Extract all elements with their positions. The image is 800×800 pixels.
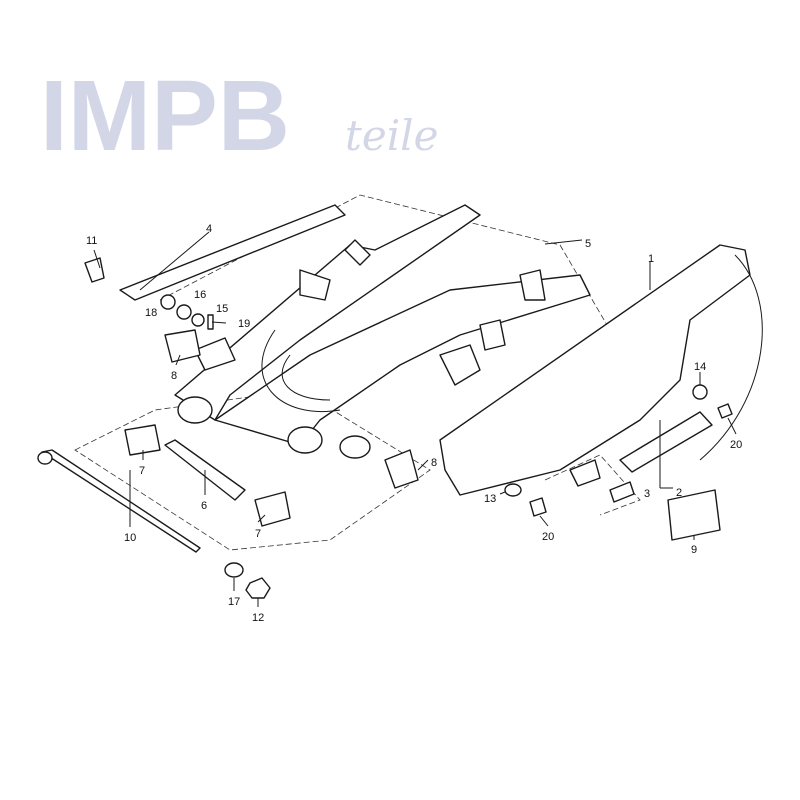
callout-20-right: 20: [730, 439, 742, 451]
chain-clip: [609, 481, 635, 503]
chain-joint: [569, 459, 601, 487]
callout-20-lower: 20: [542, 531, 554, 543]
collar-7-right: [254, 491, 291, 527]
callout-19: 19: [238, 318, 250, 330]
callout-18: 18: [145, 307, 157, 319]
chain-case-edge: [699, 254, 763, 461]
callout-7-right: 7: [255, 528, 261, 540]
assembly-outline-lower: [74, 389, 431, 551]
callout-16: 16: [194, 289, 206, 301]
callout-10: 10: [124, 532, 136, 544]
callout-6: 6: [201, 500, 207, 512]
washer-17: [224, 562, 244, 578]
bolt-20-right: [717, 403, 733, 419]
washer-16: [176, 304, 192, 320]
callout-9: 9: [691, 544, 697, 556]
drive-chain: [619, 411, 713, 473]
callout-3: 3: [644, 488, 650, 500]
bushing-8-left: [164, 329, 201, 363]
nut-15: [191, 313, 205, 327]
callout-13: 13: [484, 493, 496, 505]
label-plate-9: [667, 489, 721, 541]
callout-4: 4: [206, 223, 212, 235]
callout-2: 2: [676, 487, 682, 499]
bushing-8-right: [384, 449, 419, 489]
bolt-11: [84, 257, 105, 283]
watermark-sub: teile: [345, 111, 438, 160]
callout-8-left: 8: [171, 370, 177, 382]
washer-13: [504, 483, 522, 497]
bolt-20-lower: [529, 497, 547, 517]
nut-12: [245, 577, 271, 599]
callout-5: 5: [585, 238, 591, 250]
watermark-brand: IMPB: [40, 60, 290, 172]
callout-12: 12: [252, 612, 264, 624]
chain-joint-outline: [544, 454, 641, 516]
torque-link: [119, 204, 346, 301]
chain-case: [439, 244, 751, 496]
grommet-14: [692, 384, 708, 400]
callout-17: 17: [228, 596, 240, 608]
leader-lines: [93, 231, 737, 607]
callout-1: 1: [648, 253, 654, 265]
swingarm: [174, 204, 591, 459]
callout-14: 14: [694, 361, 706, 373]
callout-11: 11: [86, 235, 97, 247]
callout-8-right: 8: [431, 457, 437, 469]
collar-7-left: [124, 424, 161, 456]
pivot-bolt-head: [37, 451, 53, 465]
callout-7-left: 7: [139, 465, 145, 477]
watermark: IMPB teile: [40, 60, 438, 172]
washer-18: [160, 294, 176, 310]
pivot-bolt-10: [41, 449, 201, 553]
callout-15: 15: [216, 303, 228, 315]
